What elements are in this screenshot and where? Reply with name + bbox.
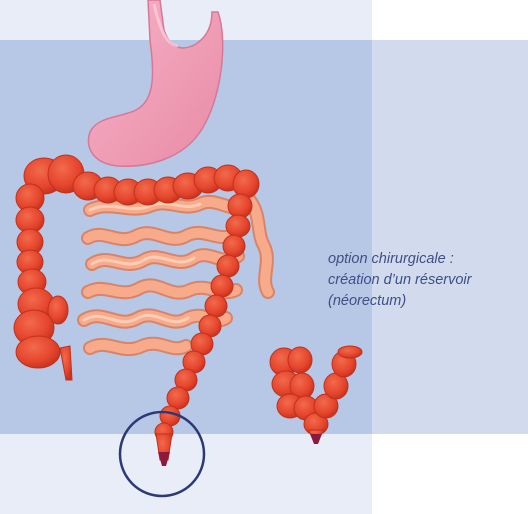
stomach [88,0,222,166]
caption-line-3: (néorectum) [328,291,524,312]
surgical-option-caption: option chirurgicale : création d’un rése… [328,249,524,312]
caption-line-1: option chirurgicale : [328,249,524,270]
caption-line-2: création d’un réservoir [328,270,524,291]
neorectum-reservoir [270,346,362,436]
neorectum-anus [310,434,322,444]
